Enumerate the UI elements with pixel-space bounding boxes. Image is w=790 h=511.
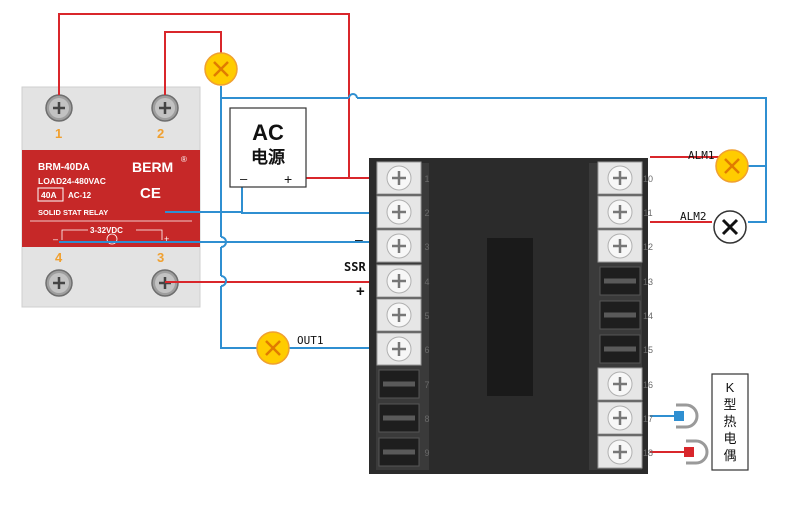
relay-brand: BERM	[132, 159, 173, 175]
screw-terminal-icon: 16	[597, 367, 653, 401]
thermocouple-red-lead	[684, 447, 694, 457]
ac-source-label: AC	[252, 120, 284, 145]
controller-terminal-number: 11	[643, 208, 652, 218]
screw-terminal-icon: 6	[376, 332, 430, 366]
relay-current-rating: 40A	[41, 190, 57, 200]
screw-terminal-icon: 11	[597, 195, 653, 229]
relay-input-bracket-right	[136, 229, 163, 240]
relay-input-spec: 3-32VDC	[90, 226, 123, 235]
relay-input-plus: +	[164, 234, 169, 244]
blue-wires	[59, 86, 767, 417]
controller-terminal-number: 10	[643, 174, 653, 184]
relay-ac-code: AC-12	[68, 191, 92, 200]
screw-terminal-icon: 4	[376, 264, 430, 298]
screw-terminal-icon: 2	[376, 195, 430, 229]
relay-model: BRM-40DA	[38, 162, 90, 173]
relay-type-text: SOLID STAT RELAY	[38, 208, 108, 217]
ssr-label: SSR	[344, 260, 366, 274]
relay-terminal-3: 3	[157, 250, 164, 265]
screw-terminal-icon: 3	[376, 229, 430, 263]
empty-terminal-slot: 8	[378, 403, 430, 433]
thermocouple-label-char: 偶	[723, 448, 736, 463]
registered-mark: ®	[181, 155, 187, 164]
ssr-plus-label: +	[356, 283, 365, 300]
controller-terminal-number: 8	[424, 414, 429, 424]
controller-terminal-number: 14	[643, 311, 653, 321]
controller-terminal-number: 13	[643, 277, 653, 287]
controller-terminal-number: 7	[424, 380, 429, 390]
ac-power-source: AC 电源 – +	[229, 107, 307, 188]
ac-source-label-cn: 电源	[251, 147, 285, 167]
screw-terminal-icon: 5	[376, 298, 430, 332]
thermocouple-label-char: 型	[723, 397, 736, 412]
relay-input-bracket-left	[61, 229, 88, 240]
wire-relay1-to-ac-plus	[58, 13, 350, 179]
thermocouple-label-char: 热	[723, 414, 736, 429]
ac-source-plus: +	[284, 171, 292, 187]
screw-terminal-icon: 17	[597, 401, 653, 435]
screw-terminal-icon	[45, 269, 73, 297]
screw-terminal-icon: 12	[597, 229, 653, 263]
wire-relay2-to-lamp	[164, 31, 222, 95]
ce-mark: CE	[140, 185, 161, 202]
empty-terminal-slot: 15	[599, 334, 653, 364]
empty-terminal-slot: 9	[378, 437, 430, 467]
controller-terminal-number: 17	[643, 414, 653, 424]
controller-terminal-number: 2	[424, 208, 429, 218]
wire-lamp-down	[220, 86, 349, 99]
lamp-icon	[256, 331, 290, 365]
relay-label-panel	[22, 150, 200, 247]
empty-terminal-slot: 13	[599, 266, 653, 296]
lamp-off-icon	[713, 210, 747, 244]
spade-connector-icon	[676, 403, 699, 429]
solid-state-relay: BRM-40DA BERM ® LOAD24-480VAC 40A AC-12 …	[21, 86, 201, 308]
controller-terminal-number: 18	[643, 448, 653, 458]
wire-lamp-to-out1	[220, 286, 258, 349]
relay-terminal-1: 1	[55, 126, 62, 141]
controller-terminal-number: 12	[643, 242, 653, 252]
wire-crossover-2	[220, 275, 227, 287]
screw-terminal-icon: 10	[597, 161, 653, 195]
lamp-icon	[204, 52, 238, 86]
screw-terminal-icon: 1	[376, 161, 430, 195]
wire-crossover-red	[348, 93, 358, 99]
controller-terminal-number: 9	[424, 448, 429, 458]
controller-terminal-number: 1	[424, 174, 429, 184]
ac-source-minus: –	[240, 171, 248, 186]
relay-input-minus: –	[53, 234, 58, 244]
wire-ac-minus-to-terminal-2	[241, 187, 380, 214]
current-rating-box	[37, 187, 64, 202]
relay-terminal-4: 4	[55, 250, 63, 265]
thermocouple-label-char: K	[726, 380, 735, 395]
output-label-out1: OUT1	[297, 334, 324, 347]
screw-terminal-icon	[151, 94, 179, 122]
controller-terminal-number: 15	[643, 345, 653, 355]
thermocouple-label-char: 电	[723, 431, 736, 446]
alarm-label-alm2: ALM2	[680, 210, 707, 223]
spade-connector-icon	[686, 439, 709, 465]
screw-terminal-icon: 18	[597, 435, 653, 469]
relay-terminal-2: 2	[157, 126, 164, 141]
alarm-label-alm1: ALM1	[688, 149, 715, 162]
controller-terminal-number: 5	[424, 311, 429, 321]
relay-load-spec: LOAD24-480VAC	[38, 176, 106, 186]
screw-terminal-icon	[45, 94, 73, 122]
ssr-minus-label: –	[355, 231, 363, 247]
empty-terminal-slot: 7	[378, 369, 430, 399]
thermocouple-blue-lead	[674, 411, 684, 421]
wire-alarm-common	[357, 97, 767, 223]
controller-display	[487, 238, 533, 396]
ac-source-box	[229, 107, 307, 188]
controller-terminal-number: 6	[424, 345, 429, 355]
lamp-icon	[715, 149, 749, 183]
controller-terminal-number: 16	[643, 380, 653, 390]
thermocouple-label-box	[711, 373, 749, 471]
controller-terminal-number: 3	[424, 242, 429, 252]
controller-terminal-number: 4	[424, 277, 429, 287]
empty-terminal-slot: 14	[599, 300, 653, 330]
